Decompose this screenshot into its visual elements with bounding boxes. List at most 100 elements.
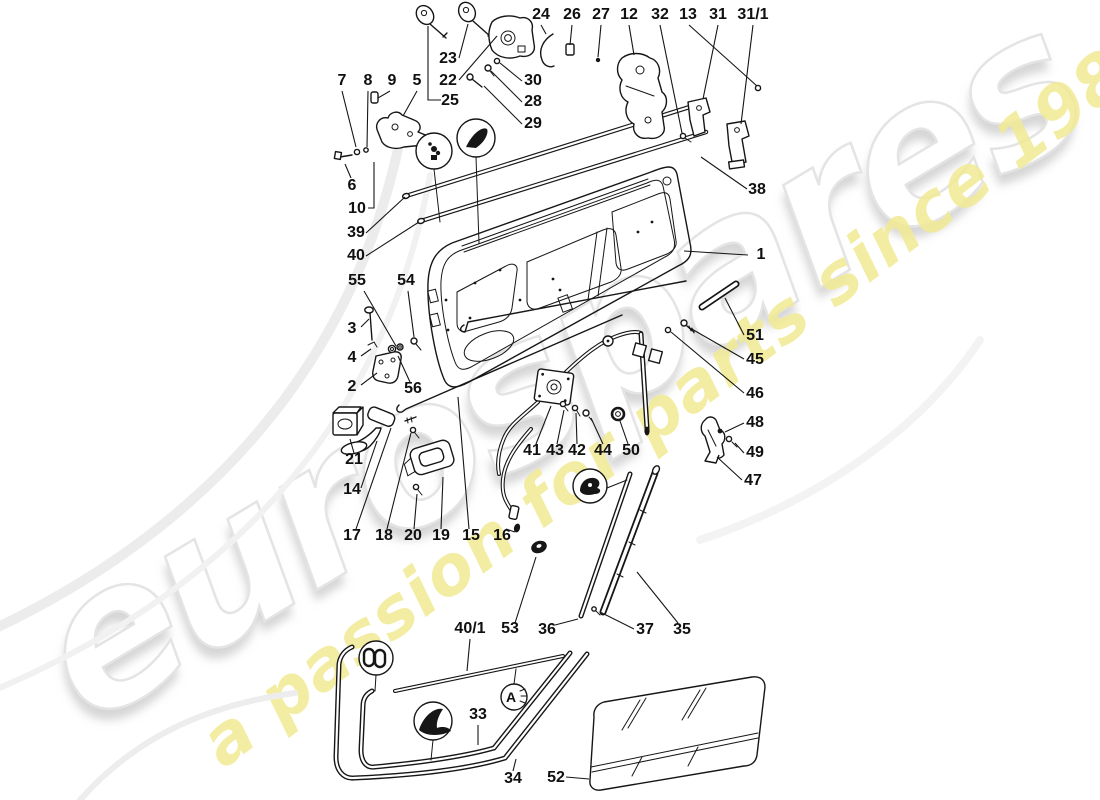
leader-line-24 [540, 24, 547, 35]
part-label-54[interactable]: 54 [397, 272, 415, 289]
door-catch [700, 416, 738, 464]
part-label-44[interactable]: 44 [594, 442, 612, 459]
part-label-31[interactable]: 31 [709, 6, 727, 23]
part-label-1[interactable]: 1 [757, 246, 766, 263]
leader-line-42 [575, 412, 578, 445]
part-label-17[interactable]: 17 [343, 527, 361, 544]
part-label-37[interactable]: 37 [636, 621, 654, 638]
part-label-40-1[interactable]: 40/1 [454, 620, 485, 637]
part-label-21[interactable]: 21 [345, 451, 363, 468]
molding-strip [698, 280, 740, 311]
part-label-39[interactable]: 39 [347, 224, 365, 241]
leader-line-44 [590, 417, 604, 445]
part-label-15[interactable]: 15 [462, 527, 480, 544]
part-label-55[interactable]: 55 [348, 272, 366, 289]
leader-line-41 [535, 405, 552, 445]
part-label-27[interactable]: 27 [592, 6, 610, 23]
part-label-33[interactable]: 33 [469, 706, 487, 723]
part-label-45[interactable]: 45 [746, 351, 764, 368]
leader-line-22 [458, 35, 498, 81]
sealant-inset [456, 118, 496, 244]
leader-line-18 [386, 432, 412, 530]
leader-line-35 [636, 571, 679, 624]
part-label-4[interactable]: 4 [348, 349, 357, 366]
part-label-10[interactable]: 10 [348, 200, 366, 217]
part-label-29[interactable]: 29 [524, 115, 542, 132]
part-label-47[interactable]: 47 [744, 472, 762, 489]
part-label-24[interactable]: 24 [532, 6, 550, 23]
leader-line-3 [360, 318, 370, 328]
part-label-26[interactable]: 26 [563, 6, 581, 23]
leader-line-13 [688, 24, 758, 87]
interior-handle-cluster [332, 406, 455, 496]
check-strap-cluster [364, 280, 687, 384]
part-label-13[interactable]: 13 [679, 6, 697, 23]
leader-line-47 [716, 456, 743, 481]
brush-inset [413, 701, 453, 761]
part-label-51[interactable]: 51 [746, 327, 764, 344]
part-label-35[interactable]: 35 [673, 621, 691, 638]
leader-line-2 [360, 372, 378, 386]
fasteners-45-46 [664, 319, 695, 334]
leader-line-17 [355, 427, 392, 530]
leader-line-52 [565, 776, 590, 780]
part-label-46[interactable]: 46 [746, 385, 764, 402]
part-label-3[interactable]: 3 [348, 320, 357, 337]
leader-line-28 [490, 70, 523, 103]
part-label-48[interactable]: 48 [746, 414, 764, 431]
leader-line-10 [368, 162, 375, 209]
leader-line-5 [402, 90, 418, 117]
leader-line-4 [360, 348, 372, 357]
retaining-clip [539, 33, 555, 68]
part-label-9[interactable]: 9 [388, 72, 397, 89]
part-label-32[interactable]: 32 [651, 6, 669, 23]
part-label-8[interactable]: 8 [364, 72, 373, 89]
part-label-53[interactable]: 53 [501, 620, 519, 637]
flip-handle [340, 406, 396, 455]
part-label-22[interactable]: 22 [439, 72, 457, 89]
leader-line-48 [724, 422, 745, 433]
background-swoosh [0, 135, 984, 800]
part-label-43[interactable]: 43 [546, 442, 564, 459]
rivet-inset [415, 132, 453, 223]
part-label-40[interactable]: 40 [347, 247, 365, 264]
part-label-31-1[interactable]: 31/1 [737, 6, 768, 23]
leader-line-49 [734, 442, 745, 454]
window-slot-strip-inner [416, 129, 709, 225]
seal-loop-inset [358, 640, 394, 692]
leader-line-40 [365, 221, 420, 257]
part-label-19[interactable]: 19 [432, 527, 450, 544]
window-guide-channels [578, 465, 661, 619]
part-label-18[interactable]: 18 [375, 527, 393, 544]
part-label-12[interactable]: 12 [620, 6, 638, 23]
part-label-23[interactable]: 23 [439, 50, 457, 67]
part-label-49[interactable]: 49 [746, 444, 764, 461]
leader-line-8 [366, 90, 369, 148]
leader-line-45 [689, 327, 745, 360]
part-label-41[interactable]: 41 [523, 442, 541, 459]
part-label-50[interactable]: 50 [622, 442, 640, 459]
part-label-56[interactable]: 56 [404, 380, 422, 397]
part-label-5[interactable]: 5 [413, 72, 422, 89]
part-label-42[interactable]: 42 [568, 442, 586, 459]
part-label-36[interactable]: 36 [538, 621, 556, 638]
connecting-rod [396, 314, 623, 413]
part-label-7[interactable]: 7 [338, 72, 347, 89]
armrest [403, 439, 455, 477]
part-label-28[interactable]: 28 [524, 93, 542, 110]
part-label-14[interactable]: 14 [343, 481, 361, 498]
part-label-25[interactable]: 25 [441, 92, 459, 109]
part-label-30[interactable]: 30 [524, 72, 542, 89]
part-label-16[interactable]: 16 [493, 527, 511, 544]
part-label-34[interactable]: 34 [504, 770, 522, 787]
part-label-2[interactable]: 2 [348, 378, 357, 395]
part-label-38[interactable]: 38 [748, 181, 766, 198]
leader-line-54 [407, 290, 415, 338]
part-label-20[interactable]: 20 [404, 527, 422, 544]
lock-cluster [415, 1, 555, 88]
part-label-6[interactable]: 6 [348, 177, 357, 194]
part-label-52[interactable]: 52 [547, 769, 565, 786]
